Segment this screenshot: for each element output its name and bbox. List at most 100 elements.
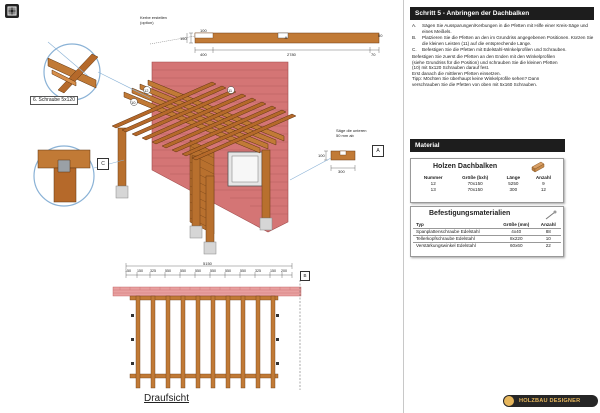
beam-dim-h3: 50	[378, 33, 383, 38]
step-note-line-1: Befestigen Sie zuerst die Pfetten an den…	[412, 53, 556, 59]
beam-note-line-1: Kerbe erstellen	[140, 15, 167, 20]
callout-10: 10	[131, 100, 136, 105]
plan-total-dim: 5150	[203, 261, 212, 266]
beam-note: Kerbe erstellen (option)	[140, 15, 167, 25]
fasteners-col-type: Typ	[416, 222, 424, 227]
wood-col-count: Anzahl	[535, 175, 551, 180]
step-item-c: C. Befestigen Sie die Pfetten mit Edelst…	[412, 47, 594, 53]
plan-dim-11: 150	[270, 269, 276, 273]
table-cell: 12	[430, 181, 436, 186]
table-cell: 5250	[508, 181, 519, 186]
beam-dim-left: 400	[200, 52, 207, 57]
wood-card-title: Holzen Dachbalken	[433, 163, 498, 170]
table-cell: 13	[430, 187, 436, 192]
plan-dim-4: 550	[165, 269, 171, 273]
table-cell: 10	[545, 236, 551, 241]
fasteners-col-count: Anzahl	[540, 222, 556, 227]
brand-logo: HOLZBAU DESIGNER	[503, 395, 598, 407]
step-note: Befestigen Sie zuerst die Pfetten an den…	[412, 54, 594, 88]
plan-dim-5: 550	[180, 269, 186, 273]
beam-dim-h1: 150	[180, 36, 187, 41]
callout-b-box: B	[300, 271, 310, 281]
step-note-line-2: (siehe Grundriss für die Position) und s…	[412, 59, 558, 65]
step-item-c-letter: C.	[412, 47, 417, 53]
screw-icon	[545, 210, 557, 220]
plan-dim-1: 150	[125, 269, 131, 273]
callout-11: 11	[228, 88, 233, 93]
table-cell: 22	[545, 243, 551, 248]
plan-dim-6: 550	[195, 269, 201, 273]
corner-logo	[5, 4, 19, 18]
beam-note-line-2: (option)	[140, 20, 154, 25]
logo-icon	[7, 6, 17, 16]
cut-note-line-1: Säge die unteren	[336, 128, 367, 133]
small-dim-h: 100	[318, 153, 325, 158]
callout-a-box: A	[372, 145, 384, 157]
fasteners-card: Befestigungsmaterialien Typ Größe (mm) A…	[410, 206, 564, 257]
beam-dim-right: 70	[371, 52, 376, 57]
wood-table-header: Nummer Größe (bxh) Länge Anzahl	[415, 175, 559, 181]
table-row: Spanplattenschraube Edelstahl 4x40 88	[413, 228, 561, 236]
beam-dim-h2: 100	[200, 28, 207, 33]
wood-table: Nummer Größe (bxh) Länge Anzahl 12 70x15…	[415, 175, 559, 193]
plan-dim-9: 550	[240, 269, 246, 273]
step-item-c-text: Befestigen Sie die Pfetten mit Edelstahl…	[422, 47, 567, 53]
fasteners-col-size: Größe (mm)	[503, 222, 530, 227]
step-title: Schritt 5 - Anbringen der Dachbalken	[410, 7, 594, 20]
table-row: 13 70x150 300 12	[415, 187, 559, 193]
plan-dim-12: 200	[281, 269, 287, 273]
wood-card: Holzen Dachbalken Nummer Größe (bxh) Län…	[410, 158, 564, 203]
plan-dim-3: 325	[150, 269, 156, 273]
plan-dim-2: 150	[137, 269, 143, 273]
step-item-a-letter: A.	[412, 23, 417, 28]
step-item-b-text: Platzieren Sie die Pfetten an den im Gru…	[422, 35, 594, 46]
beam-dim-middle: 2780	[287, 52, 296, 57]
plan-dim-10: 325	[255, 269, 261, 273]
table-cell: 70x150	[467, 181, 483, 186]
fasteners-table: Typ Größe (mm) Anzahl Spanplattenschraub…	[413, 222, 561, 249]
table-cell: 9	[542, 181, 545, 186]
plan-dim-7: 550	[210, 269, 216, 273]
wood-plank-icon	[531, 161, 545, 173]
step-item-b: B. Platzieren Sie die Pfetten an den im …	[412, 35, 594, 46]
table-cell: 70x150	[467, 187, 483, 192]
callout-c-box: C	[97, 158, 109, 170]
screw-label: 6. Schraube 5x120	[30, 96, 78, 105]
table-cell: 300	[509, 187, 518, 192]
wood-col-length: Länge	[506, 175, 521, 180]
cut-note-line-2: 50 mm ab	[336, 133, 354, 138]
step-item-b-letter: B.	[412, 35, 417, 41]
table-cell: 88	[545, 229, 551, 234]
table-cell: 60x60	[509, 243, 523, 248]
material-heading: Material	[410, 139, 565, 152]
step-item-a: A. Sägen Sie Aussparungen/Kerbungen in d…	[412, 23, 594, 34]
plan-dims-row: 150 150 325 550 550 550 550 550 550 325 …	[124, 269, 294, 275]
step-item-a-text: Sägen Sie Aussparungen/Kerbungen in die …	[422, 23, 588, 34]
plan-dim-8: 550	[225, 269, 231, 273]
brand-icon	[504, 396, 514, 406]
cut-note: Säge die unteren 50 mm ab	[336, 128, 366, 138]
step-note-line-4: Erst danach die mittleren Pfetten einset…	[412, 70, 501, 76]
table-row: Tellerkopfschraube Edelstahl 8x220 10	[413, 235, 561, 243]
callout-12: 12	[144, 88, 149, 93]
panel-divider	[403, 0, 404, 413]
step-note-line-5: Tipp: Möchten Sie überhaupt keine Winkel…	[412, 76, 540, 82]
step-note-line-3: (10) mit 5x120 Schrauben darauf fest.	[412, 65, 490, 71]
step-note-line-6: verschrauben Sie die Pfetten von oben mi…	[412, 81, 538, 87]
wood-col-number: Nummer	[423, 175, 443, 180]
step-instructions: A. Sägen Sie Aussparungen/Kerbungen in d…	[412, 23, 594, 88]
table-cell: 4x40	[511, 229, 522, 234]
table-row: Verstärkungswinkel Edelstahl 60x60 22	[413, 242, 561, 250]
table-cell: Tellerkopfschraube Edelstahl	[416, 236, 475, 241]
table-cell: Verstärkungswinkel Edelstahl	[416, 243, 476, 248]
small-dim-w: 300	[338, 169, 345, 174]
isometric-drawing	[33, 32, 380, 390]
table-cell: 8x220	[509, 236, 523, 241]
table-cell: Spanplattenschraube Edelstahl	[416, 229, 480, 234]
plan-title: Draufsicht	[144, 393, 190, 404]
table-cell: 12	[540, 187, 546, 192]
callout-a-top: A	[284, 35, 288, 40]
fasteners-card-title: Befestigungsmaterialien	[429, 210, 511, 217]
fasteners-table-header: Typ Größe (mm) Anzahl	[413, 222, 561, 229]
brand-name: HOLZBAU DESIGNER	[519, 398, 581, 404]
